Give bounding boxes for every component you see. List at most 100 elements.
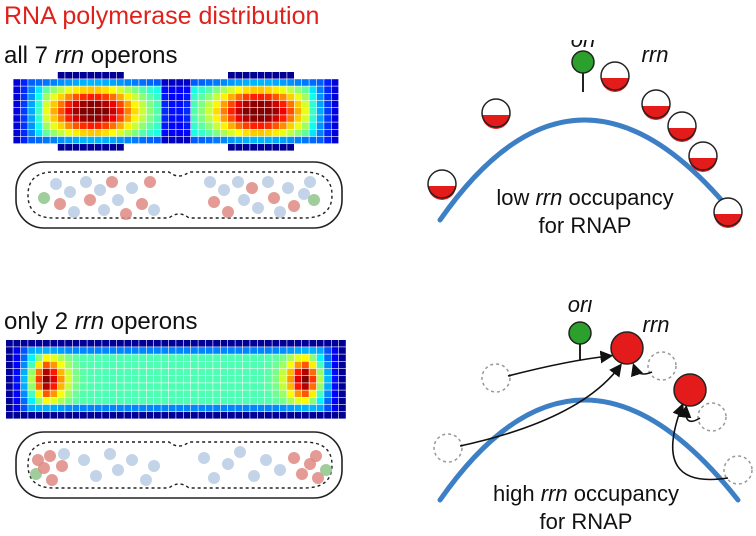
heatmap-cell: [220, 115, 228, 122]
rnap-dot: [234, 446, 246, 458]
heatmap-cell: [228, 397, 235, 405]
heatmap-cell: [191, 368, 198, 376]
rnap-dot: [310, 450, 322, 462]
heatmap-cell: [302, 354, 309, 361]
heatmap-cell: [6, 79, 13, 86]
heatmap-cell: [316, 397, 324, 405]
heatmap-cell: [161, 136, 169, 144]
heatmap-cell: [94, 136, 102, 144]
heatmap-cell: [161, 404, 169, 412]
heatmap-cell: [183, 404, 191, 412]
heatmap-cell: [272, 397, 280, 405]
heatmap-cell: [72, 86, 80, 93]
heatmap-cell: [28, 115, 35, 122]
heatmap-cell: [316, 376, 324, 383]
heatmap-cell: [57, 115, 65, 122]
heatmap-cell: [309, 354, 317, 361]
heatmap-cell: [242, 86, 250, 93]
heatmap-cell: [6, 376, 13, 383]
heatmap-cell: [176, 72, 183, 79]
rnap-dot: [198, 452, 210, 464]
heatmap-cell: [13, 144, 21, 151]
heatmap-cell: [102, 115, 109, 122]
heatmap-cell: [168, 368, 176, 376]
heatmap-cell: [146, 397, 154, 405]
heatmap-cell: [198, 368, 206, 376]
heatmap-cell: [35, 86, 43, 93]
heatmap-cell: [28, 376, 35, 383]
heatmap-cell: [65, 347, 72, 354]
heatmap-cell: [220, 412, 228, 419]
heatmap-cell: [28, 100, 35, 108]
heatmap-cell: [213, 412, 220, 419]
heatmap-cell: [28, 86, 35, 93]
heatmap-cell: [228, 390, 235, 397]
heatmap-cell: [242, 144, 250, 151]
heatmap-cell: [109, 383, 117, 390]
heatmap-cell: [213, 383, 220, 390]
heatmap-cell: [117, 108, 124, 115]
rrn-label: rrn: [642, 42, 669, 67]
heatmap-cell: [131, 347, 139, 354]
heatmap-cell: [339, 404, 346, 412]
heatmap-cell: [213, 347, 220, 354]
heatmap-cell: [117, 404, 124, 412]
heatmap-cell: [6, 136, 13, 144]
heatmap-cell: [20, 100, 28, 108]
heatmap-cell: [161, 100, 169, 108]
heatmap-cell: [235, 390, 243, 397]
heatmap-cell: [324, 361, 331, 369]
heatmap-cell: [80, 368, 87, 376]
heatmap-cell: [109, 115, 117, 122]
heatmap-cell: [316, 340, 324, 347]
heatmap-cell: [154, 86, 161, 93]
heatmap-cell: [265, 340, 272, 347]
heatmap-cell: [213, 404, 220, 412]
heatmap-cell: [235, 376, 243, 383]
heatmap-cell: [131, 100, 139, 108]
heatmap-cell: [35, 361, 43, 369]
heatmap-cell: [146, 100, 154, 108]
heatmap-cell: [242, 361, 250, 369]
heatmap-cell: [124, 122, 132, 129]
heatmap-cell: [154, 115, 161, 122]
heatmap-cell: [20, 347, 28, 354]
heatmap-cell: [168, 100, 176, 108]
heatmap-cell: [265, 100, 272, 108]
heatmap-cell: [213, 115, 220, 122]
heatmap-cell: [183, 86, 191, 93]
heatmap-cell: [65, 340, 72, 347]
heatmap-cell: [242, 412, 250, 419]
heatmap-cell: [72, 136, 80, 144]
heatmap-cell: [13, 404, 21, 412]
heatmap-cell: [43, 404, 50, 412]
heatmap-cell: [235, 108, 243, 115]
heatmap-cell: [191, 86, 198, 93]
heatmap-cell: [80, 390, 87, 397]
heatmap-cell: [57, 86, 65, 93]
heatmap-cell: [28, 129, 35, 137]
heatmap-cell: [43, 136, 50, 144]
heatmap-cell: [28, 412, 35, 419]
heatmap-cell: [279, 129, 287, 137]
rnap-dot: [304, 176, 316, 188]
heatmap-cell: [287, 86, 294, 93]
heatmap-cell: [213, 136, 220, 144]
heatmap-cell: [176, 361, 183, 369]
heatmap-cell: [117, 412, 124, 419]
heatmap-cell: [94, 72, 102, 79]
heatmap-cell: [13, 383, 21, 390]
heatmap-cell: [287, 129, 294, 137]
heatmap-cell: [43, 354, 50, 361]
heatmap-cell: [35, 136, 43, 144]
heatmap-cell: [50, 368, 58, 376]
heatmap-cell: [50, 347, 58, 354]
heatmap-cell: [168, 390, 176, 397]
heatmap-cell: [242, 376, 250, 383]
heatmap-cell: [131, 129, 139, 137]
heatmap-cell: [235, 354, 243, 361]
chromosome-arc: [437, 397, 741, 503]
heatmap-cell: [94, 86, 102, 93]
heatmap-cell: [250, 115, 257, 122]
heatmap-cell: [257, 100, 265, 108]
